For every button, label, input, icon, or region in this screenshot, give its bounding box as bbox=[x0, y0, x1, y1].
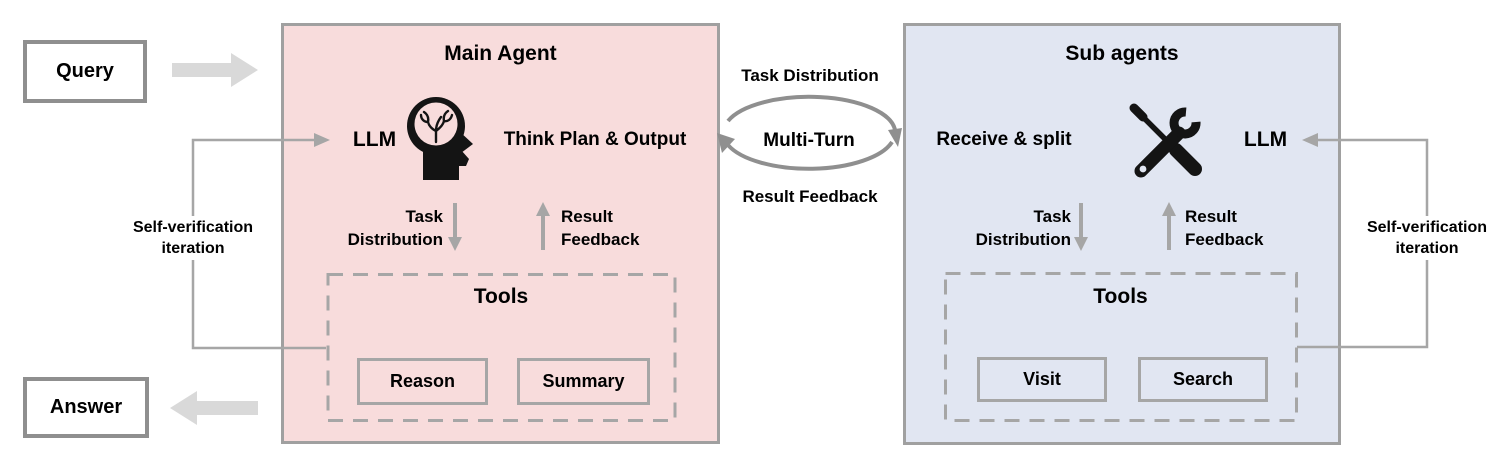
main-process-label: Think Plan & Output bbox=[503, 129, 687, 150]
main-tools-title: Tools bbox=[473, 285, 529, 308]
answer-flow-arrow bbox=[170, 391, 258, 425]
query-flow-arrow bbox=[172, 53, 258, 87]
tool-chip-reason: Reason bbox=[357, 358, 488, 405]
sub-tools-title: Tools bbox=[1093, 285, 1148, 308]
main-agent-box bbox=[281, 23, 720, 444]
main-task-down-arrow bbox=[448, 203, 462, 251]
interaction-result-feedback-label: Result Feedback bbox=[742, 187, 878, 206]
sub-llm-label: LLM bbox=[1243, 128, 1288, 151]
brain-head-icon bbox=[405, 95, 479, 181]
sub-agents-title: Sub agents bbox=[1065, 42, 1179, 65]
sub-agents-box bbox=[903, 23, 1341, 445]
sub-result-up-arrow bbox=[1162, 202, 1176, 250]
tool-chip-search: Search bbox=[1138, 357, 1268, 402]
crossed-tools-icon bbox=[1119, 93, 1207, 181]
main-agent-title: Main Agent bbox=[444, 42, 557, 65]
tool-chip-visit: Visit bbox=[977, 357, 1107, 402]
right-self-verification-label: Self-verification iteration bbox=[1350, 216, 1504, 260]
tool-chip-summary: Summary bbox=[517, 358, 650, 405]
query-box: Query bbox=[23, 40, 147, 103]
left-self-verification-label: Self-verification iteration bbox=[116, 216, 270, 260]
multi-turn-label: Multi-Turn bbox=[763, 130, 855, 151]
query-label: Query bbox=[56, 60, 114, 82]
main-task-distribution-label: Task Distribution bbox=[347, 207, 443, 249]
answer-label: Answer bbox=[49, 396, 123, 418]
sub-process-label: Receive & split bbox=[936, 129, 1072, 150]
multi-turn-cycle-arrows bbox=[717, 94, 902, 171]
main-result-up-arrow bbox=[536, 202, 550, 250]
main-result-feedback-label: Result Feedback bbox=[561, 207, 640, 249]
sub-task-distribution-label: Task Distribution bbox=[975, 207, 1071, 249]
sub-task-down-arrow bbox=[1074, 203, 1088, 251]
main-llm-label: LLM bbox=[352, 128, 397, 151]
sub-tools-dashed-box bbox=[944, 272, 1298, 422]
interaction-task-distribution-label: Task Distribution bbox=[741, 66, 879, 85]
main-tools-dashed-box bbox=[326, 273, 677, 422]
sub-result-feedback-label: Result Feedback bbox=[1185, 207, 1264, 249]
answer-box: Answer bbox=[23, 377, 149, 438]
